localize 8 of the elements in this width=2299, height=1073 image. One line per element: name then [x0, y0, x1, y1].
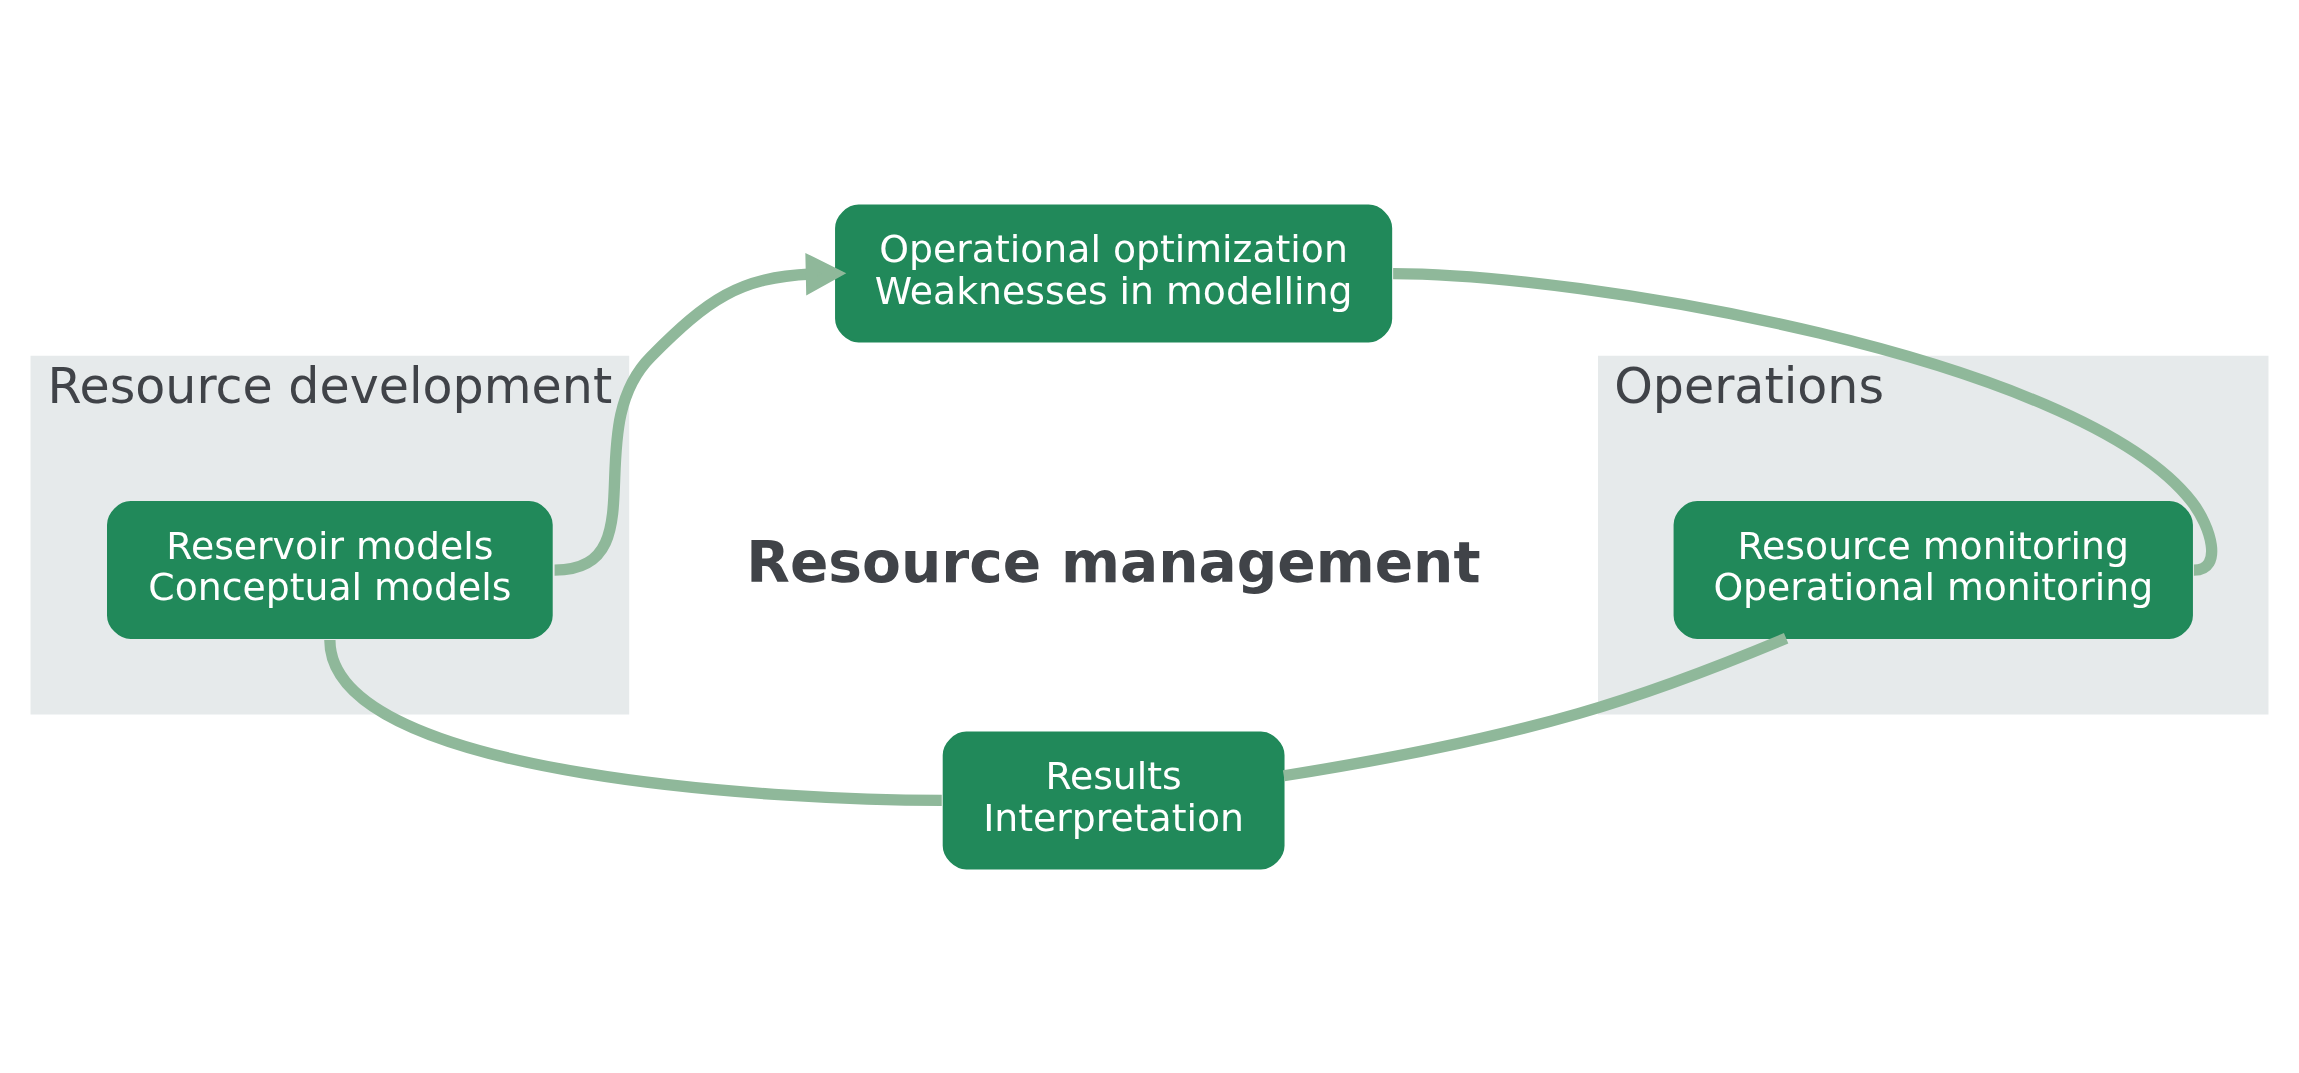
node-box: Reservoir models Conceptual models [107, 500, 553, 639]
label: Resource management [746, 528, 1481, 595]
node-box: Operational optimization Weaknesses in modelling [835, 204, 1393, 342]
node-box: Resource monitoring Operational monitoring [1673, 500, 2193, 639]
connector [1392, 267, 2218, 576]
connector [1282, 632, 1789, 781]
connector [324, 637, 942, 806]
node-box: Results Interpretation [942, 731, 1285, 869]
